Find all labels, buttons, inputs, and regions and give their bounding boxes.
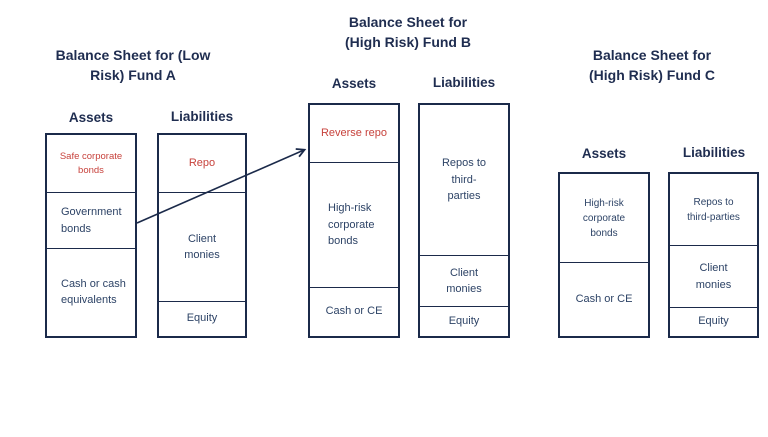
- fund-c-liabilities-section-client-monies: Client monies: [670, 245, 757, 307]
- fund-c-repos-third-parties-label: Repos to third-parties: [687, 196, 740, 223]
- fund-b-title-line1: Balance Sheet for: [348, 14, 468, 30]
- fund-c-title-line1: Balance Sheet for: [592, 47, 712, 63]
- fund-a-liabilities-section-equity: Equity: [159, 301, 245, 335]
- fund-a-title: Balance Sheet for (Low Risk) Fund A: [38, 45, 228, 85]
- fund-a-liabilities-header: Liabilities: [170, 109, 234, 124]
- fund-b-liabilities-section-equity: Equity: [420, 306, 508, 335]
- fund-b-assets-section-reverse-repo: Reverse repo: [310, 105, 398, 162]
- fund-a-safe-corporate-bonds-label: Safe corporate bonds: [59, 150, 123, 176]
- fund-b-assets-section-high-risk-bonds: High-risk corporate bonds: [310, 162, 398, 287]
- fund-c-assets-box: High-risk corporate bonds Cash or CE: [558, 172, 650, 338]
- fund-c-client-monies-label: Client monies: [695, 262, 732, 291]
- fund-c-assets-section-cash: Cash or CE: [560, 262, 648, 335]
- fund-c-high-risk-bonds-label: High-risk corporate bonds: [582, 197, 626, 239]
- fund-c-title-line2: (High Risk) Fund C: [589, 67, 715, 83]
- fund-b-title: Balance Sheet for (High Risk) Fund B: [318, 12, 498, 52]
- fund-a-liabilities-box: Repo Client monies Equity: [157, 133, 247, 338]
- fund-b-equity-label: Equity: [448, 314, 480, 327]
- fund-b-title-line2: (High Risk) Fund B: [345, 34, 471, 50]
- fund-a-assets-header: Assets: [68, 110, 114, 125]
- fund-b-cash-label: Cash or CE: [325, 305, 383, 318]
- fund-b-liabilities-section-client-monies: Client monies: [420, 255, 508, 306]
- fund-b-reverse-repo-label: Reverse repo: [320, 127, 388, 140]
- fund-a-liabilities-section-client-monies: Client monies: [159, 192, 245, 301]
- fund-b-assets-section-cash: Cash or CE: [310, 287, 398, 335]
- fund-c-cash-label: Cash or CE: [575, 292, 633, 305]
- fund-a-cash-label: Cash or cash equivalents: [61, 277, 126, 307]
- fund-c-liabilities-section-equity: Equity: [670, 307, 757, 335]
- fund-a-assets-box: Safe corporate bonds Government bonds Ca…: [45, 133, 137, 338]
- fund-c-assets-header: Assets: [581, 146, 627, 161]
- fund-a-title-line1: Balance Sheet for (Low: [55, 47, 211, 63]
- fund-b-repos-third-parties-label: Repos to third- parties: [441, 157, 487, 203]
- fund-b-liabilities-header: Liabilities: [432, 75, 496, 90]
- fund-a-repo-label: Repo: [188, 157, 216, 170]
- fund-c-assets-section-high-risk-bonds: High-risk corporate bonds: [560, 174, 648, 262]
- fund-c-title: Balance Sheet for (High Risk) Fund C: [557, 45, 747, 85]
- fund-a-assets-section-government-bonds: Government bonds: [47, 192, 135, 248]
- fund-a-client-monies-label: Client monies: [184, 232, 220, 262]
- fund-c-liabilities-header: Liabilities: [682, 145, 746, 160]
- fund-a-liabilities-section-repo: Repo: [159, 135, 245, 192]
- fund-c-liabilities-box: Repos to third-parties Client monies Equ…: [668, 172, 759, 338]
- fund-a-title-line2: Risk) Fund A: [90, 67, 176, 83]
- fund-a-government-bonds-label: Government bonds: [61, 206, 122, 235]
- fund-c-liabilities-section-repos-third-parties: Repos to third-parties: [670, 174, 757, 245]
- fund-b-liabilities-section-repos-third-parties: Repos to third- parties: [420, 105, 508, 255]
- fund-c-equity-label: Equity: [698, 315, 729, 328]
- fund-b-liabilities-box: Repos to third- parties Client monies Eq…: [418, 103, 510, 338]
- fund-a-assets-section-cash: Cash or cash equivalents: [47, 248, 135, 335]
- fund-a-assets-section-safe-corporate-bonds: Safe corporate bonds: [47, 135, 135, 192]
- fund-b-client-monies-label: Client monies: [446, 266, 482, 296]
- fund-b-assets-header: Assets: [331, 76, 377, 91]
- fund-a-equity-label: Equity: [186, 312, 218, 325]
- fund-b-high-risk-bonds-label: High-risk corporate bonds: [328, 202, 375, 248]
- fund-b-assets-box: Reverse repo High-risk corporate bonds C…: [308, 103, 400, 338]
